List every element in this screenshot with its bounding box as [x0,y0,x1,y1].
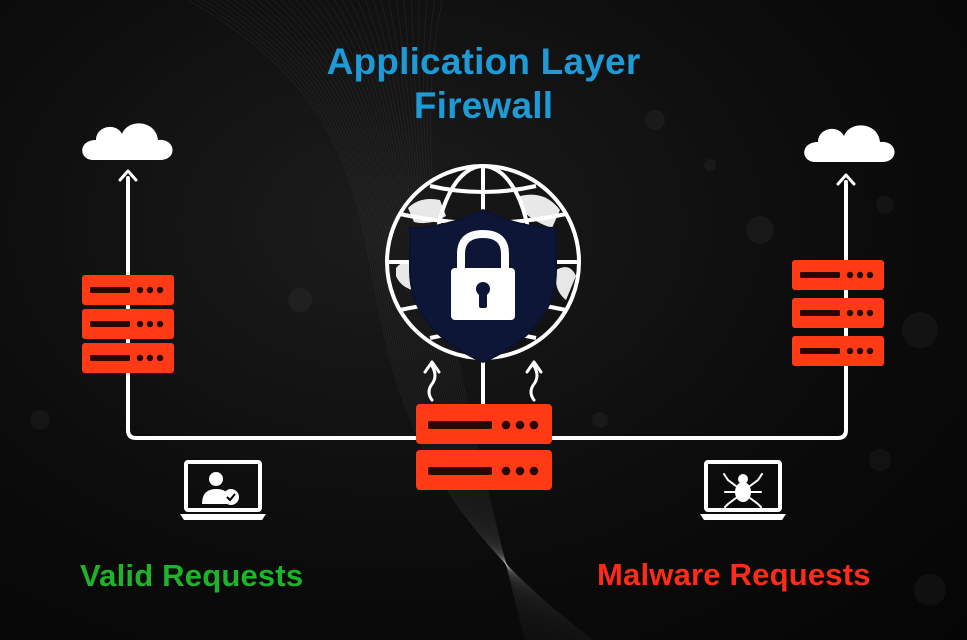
server-stack-icon-center [416,404,552,490]
wavy-up-arrow-icon-left [427,364,437,402]
globe-continents [396,194,576,300]
wavy-up-arrow-icon-right [529,364,539,402]
traffic-arrows [423,360,543,402]
laptop-user-check-icon [180,460,266,520]
arrow-head-left [423,360,441,374]
title-line-1: Application Layer [326,41,641,82]
valid-requests-label: Valid Requests [80,558,304,593]
server-stack-icon-right [792,260,884,366]
cloud-icon-right [804,125,895,162]
left-connection-line [126,176,420,440]
title-line-2: Firewall [413,85,554,126]
right-up-arrow-icon [836,173,856,186]
left-up-arrow-icon [118,169,138,182]
lock-icon [451,229,515,320]
right-connection-line [548,180,848,440]
malware-requests-label: Malware Requests [597,557,871,592]
bug-icon [723,473,763,508]
server-stack-icon-left [82,275,174,373]
cloud-icon-left [82,123,173,160]
arrow-head-right [525,360,543,374]
laptop-bug-icon [700,460,786,520]
page-title: Application Layer Firewall [0,40,967,128]
